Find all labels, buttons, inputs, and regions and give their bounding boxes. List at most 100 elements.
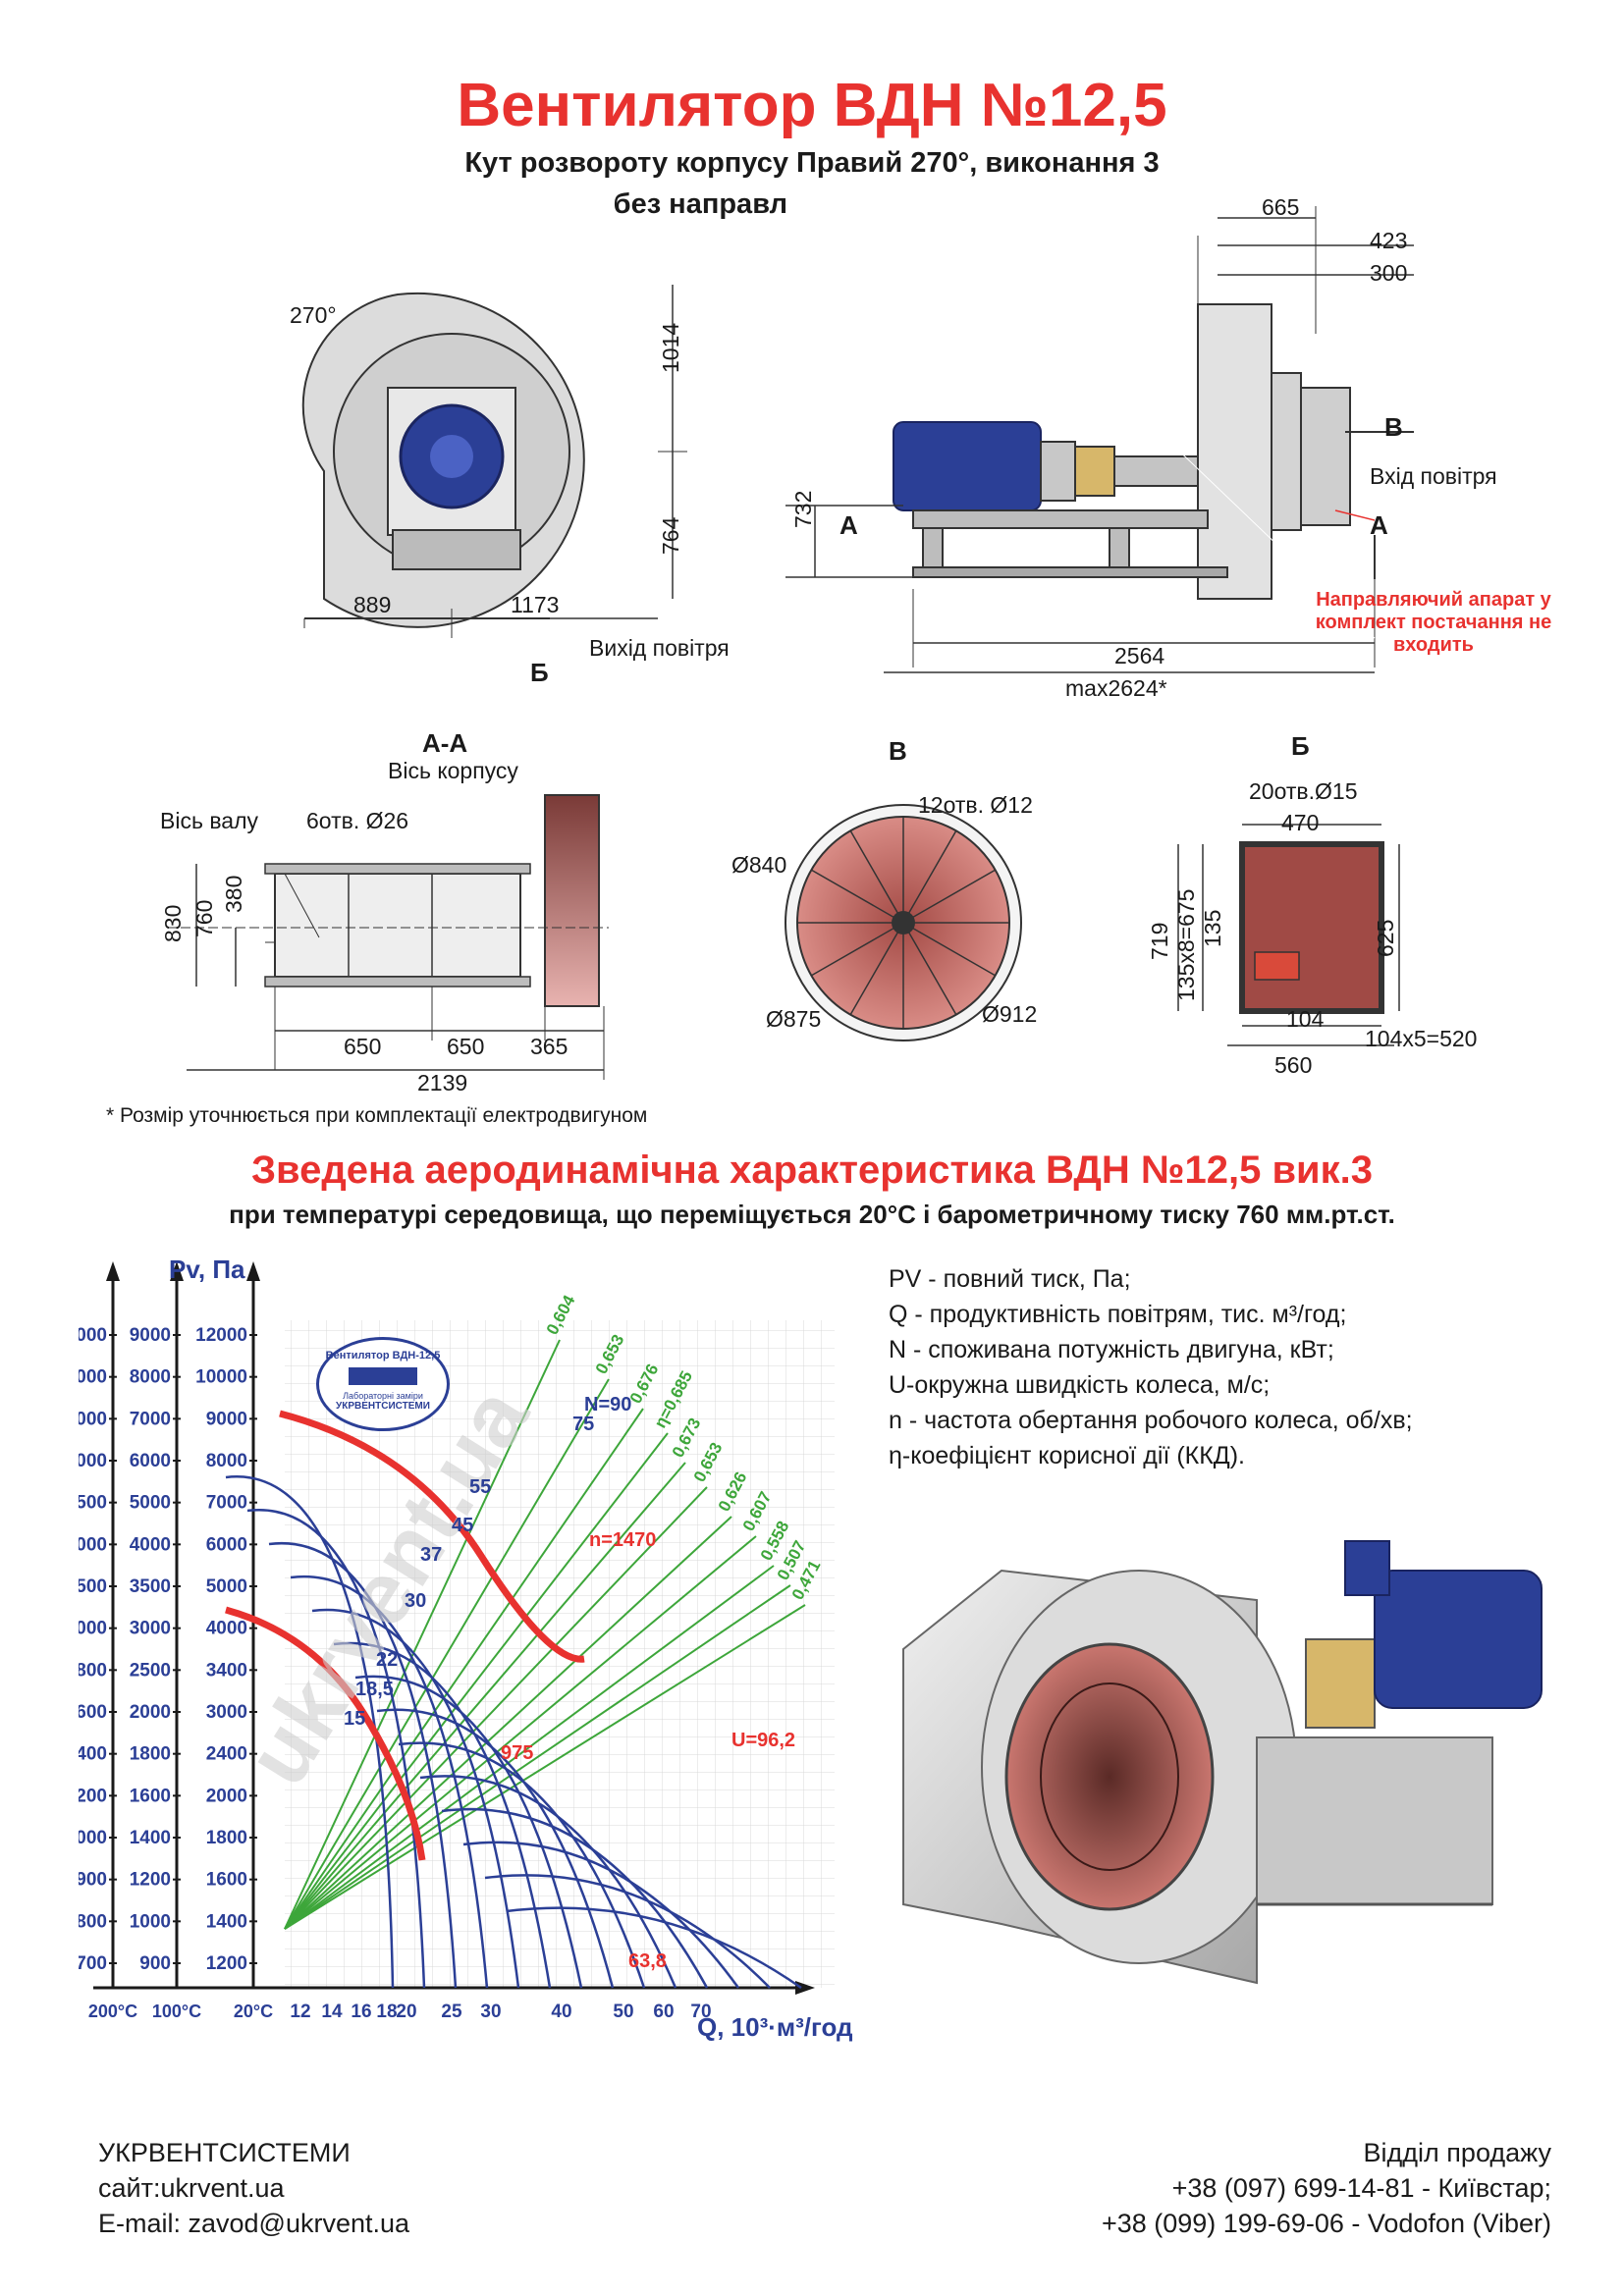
x-tick-label: 70	[690, 2002, 711, 2022]
efficiency-ray	[284, 1535, 757, 1930]
x-tick-label: 14	[321, 2002, 343, 2022]
legend: PV - повний тиск, Па; Q - продуктивність…	[889, 1261, 1413, 1473]
y-tick-label: 5000	[130, 1493, 171, 1514]
x-tick-label: 12	[290, 2002, 310, 2022]
power-curve	[290, 1575, 489, 1989]
front-angle-label: 270°	[290, 302, 337, 328]
y-tick-label: 1400	[130, 1828, 171, 1848]
inlet-label: Вхід повітря	[1370, 463, 1497, 489]
y-tick-label: 1800	[130, 1744, 171, 1765]
y-tick-label: 1400	[79, 1744, 107, 1765]
view-b-dim-719: 719	[1147, 922, 1172, 960]
view-v-d912: Ø912	[982, 1001, 1038, 1027]
y-tick-label: 1600	[206, 1870, 247, 1891]
x-tick-label: 25	[441, 2002, 462, 2022]
y-tick-label: 6000	[79, 1367, 107, 1388]
footer-sales: Відділ продажу +38 (097) 699-14-81 - Киї…	[1001, 2135, 1551, 2241]
x-tick-label: 20	[396, 2002, 416, 2022]
view-b-dim-470: 470	[1281, 810, 1320, 835]
y-tick-label: 9000	[206, 1409, 247, 1429]
y-tick-label: 1600	[79, 1702, 107, 1723]
view-v-drawing	[785, 804, 1022, 1041]
side-dim-300: 300	[1370, 260, 1408, 286]
view-v-title: B	[889, 736, 907, 766]
y-tick-label: 1200	[130, 1870, 171, 1891]
legend-pv: PV - повний тиск, Па;	[889, 1265, 1131, 1293]
axis-body-label: Вісь корпусу	[388, 758, 518, 783]
y-tick-label: 3500	[130, 1576, 171, 1597]
y-tick-label: 1200	[79, 1786, 107, 1806]
power-label-30: 30	[405, 1590, 427, 1612]
chart-section-subtitle: при температурі середовища, що переміщує…	[229, 1200, 1395, 1229]
x-tick-label: 40	[551, 2002, 571, 2022]
section-aa-dim-2139: 2139	[417, 1070, 468, 1095]
footer-phone-1[interactable]: +38 (097) 699-14-81 - Київстар;	[1171, 2173, 1551, 2203]
efficiency-ray	[284, 1584, 791, 1930]
y-tick-label: 2500	[130, 1660, 171, 1681]
view-b-dim-560: 560	[1274, 1052, 1313, 1078]
view-b-dim-104x5: 104x5=520	[1365, 1026, 1478, 1051]
front-dim-1014: 1014	[658, 322, 683, 373]
footer-site[interactable]: сайт:ukrvent.ua	[98, 2173, 285, 2203]
y-tick-label: 2000	[130, 1702, 171, 1723]
footer-phone-2[interactable]: +38 (099) 199-69-06 - Vodofon (Viber)	[1101, 2209, 1551, 2238]
power-curve	[268, 1541, 458, 1989]
legend-u: U-окружна швидкість колеса, м/с;	[889, 1371, 1271, 1399]
y-tick-label: 1600	[130, 1786, 171, 1806]
view-v-d875: Ø875	[766, 1006, 822, 1032]
y-tick-label: 3000	[206, 1702, 247, 1723]
y-tick-label: 1800	[79, 1660, 107, 1681]
section-aa-title: А-А	[422, 728, 468, 758]
section-aa-holes: 6отв. Ø26	[306, 808, 409, 833]
power-curve	[376, 1708, 615, 1989]
y-tick-label: 6000	[206, 1534, 247, 1555]
u-label-low: 63,8	[628, 1950, 667, 1972]
x-temp-label: 20°С	[234, 2002, 273, 2021]
front-view-drawing	[301, 285, 687, 638]
front-dim-889: 889	[353, 592, 392, 617]
efficiency-ray	[284, 1462, 686, 1930]
view-b-drawing	[1177, 824, 1400, 1046]
power-curve	[506, 1906, 802, 1990]
fan-3d-render	[902, 1540, 1543, 1985]
side-mark-a-right: A	[1370, 510, 1388, 540]
chart-section-title: Зведена аеродинамічна характеристика ВДН…	[250, 1148, 1373, 1192]
side-mark-a-left: A	[839, 510, 858, 540]
power-curve	[333, 1641, 552, 1989]
efficiency-ray	[284, 1604, 806, 1930]
x-tick-label: 18	[376, 2002, 397, 2022]
side-dim-732: 732	[790, 490, 816, 528]
y-tick-label: 800	[79, 1911, 107, 1932]
front-dim-1173: 1173	[511, 592, 560, 617]
footer-email[interactable]: E-mail: zavod@ukrvent.ua	[98, 2209, 410, 2238]
badge-line3: УКРВЕНТСИСТЕМИ	[336, 1401, 430, 1412]
efficiency-ray	[284, 1408, 644, 1930]
x-temp-label: 100°С	[152, 2002, 201, 2021]
badge-fan-icon	[349, 1367, 417, 1385]
power-label-90: N=90	[584, 1394, 632, 1415]
chart-ylabel: Pv, Па	[169, 1255, 245, 1284]
y-tick-label: 4000	[130, 1534, 171, 1555]
y-tick-label: 5000	[79, 1409, 107, 1429]
y-tick-label: 900	[139, 1953, 171, 1974]
guide-vane-note: Направляючий апарат у комплект постачанн…	[1315, 589, 1552, 656]
y-tick-label: 1000	[130, 1911, 171, 1932]
side-dim-665: 665	[1262, 194, 1300, 220]
footer-contacts: УКРВЕНТСИСТЕМИ сайт:ukrvent.ua E-mail: z…	[98, 2135, 409, 2241]
speed-curve-975	[225, 1606, 426, 1861]
y-tick-label: 4000	[206, 1619, 247, 1639]
badge-line2: Лабораторні заміри	[343, 1391, 423, 1401]
y-tick-label: 8000	[130, 1367, 171, 1388]
y-tick-label: 12000	[195, 1325, 247, 1346]
efficiency-ray	[284, 1339, 561, 1930]
front-dim-764: 764	[658, 516, 683, 555]
view-b-holes: 20отв.Ø15	[1249, 778, 1358, 804]
power-curve	[311, 1608, 520, 1989]
y-tick-label: 3000	[130, 1619, 171, 1639]
y-tick-label: 900	[79, 1870, 107, 1891]
x-tick-label: 30	[480, 2002, 501, 2022]
page-subtitle-1: Кут розвороту корпусу Правий 270°, викон…	[464, 147, 1160, 179]
y-tick-label: 1000	[79, 1828, 107, 1848]
view-b-dim-104: 104	[1286, 1006, 1325, 1032]
footnote: * Розмір уточнюється при комплектації ел…	[106, 1104, 648, 1127]
